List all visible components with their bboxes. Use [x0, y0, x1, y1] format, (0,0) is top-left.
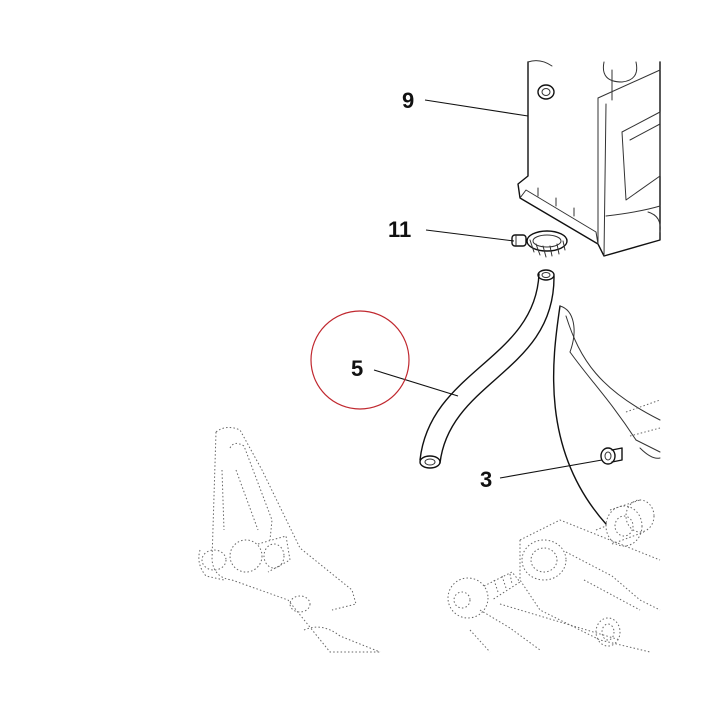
hose-part[interactable]	[419, 269, 555, 469]
callout-5[interactable]: 5	[351, 356, 363, 381]
leader-line-9	[424, 99, 529, 117]
footrest-bracket	[198, 426, 381, 653]
callout-highlight-circle	[310, 310, 410, 410]
callout-3[interactable]: 3	[480, 467, 492, 492]
bracket-plate	[552, 305, 661, 525]
callout-11[interactable]: 11	[388, 217, 411, 242]
lower-bracket	[469, 519, 661, 653]
callout-9[interactable]: 9	[402, 88, 414, 113]
leader-line-11	[425, 229, 515, 242]
plug-part[interactable]	[600, 447, 623, 465]
reservoir-part[interactable]	[517, 60, 661, 257]
bolt-part	[447, 571, 521, 619]
hose-clamp-part[interactable]	[511, 230, 568, 258]
leader-line-3	[499, 459, 603, 479]
leader-line-5	[373, 369, 459, 397]
bushing-part	[595, 499, 655, 547]
